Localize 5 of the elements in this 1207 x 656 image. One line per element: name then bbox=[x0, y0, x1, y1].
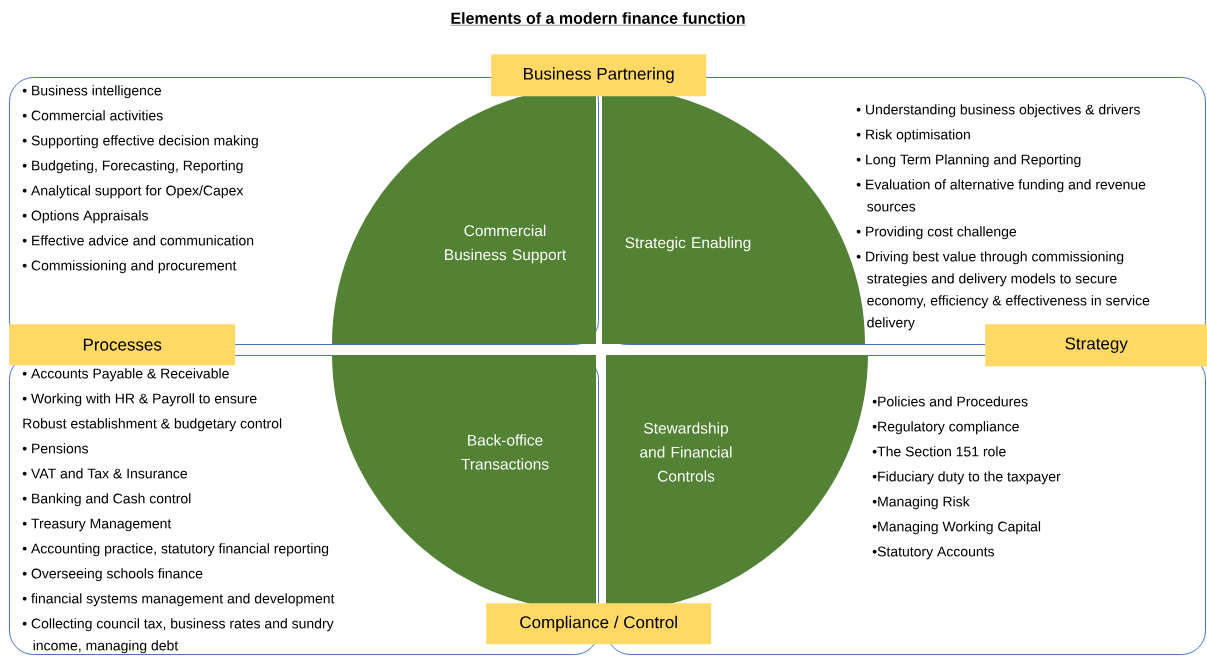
title: Elements of a modern finance function bbox=[450, 12, 746, 26]
heading-box: Processes bbox=[9, 324, 236, 366]
heading-box: Compliance / Control bbox=[486, 603, 712, 645]
heading-box: Business Partnering bbox=[491, 54, 707, 97]
heading-box: Strategy bbox=[985, 324, 1207, 367]
